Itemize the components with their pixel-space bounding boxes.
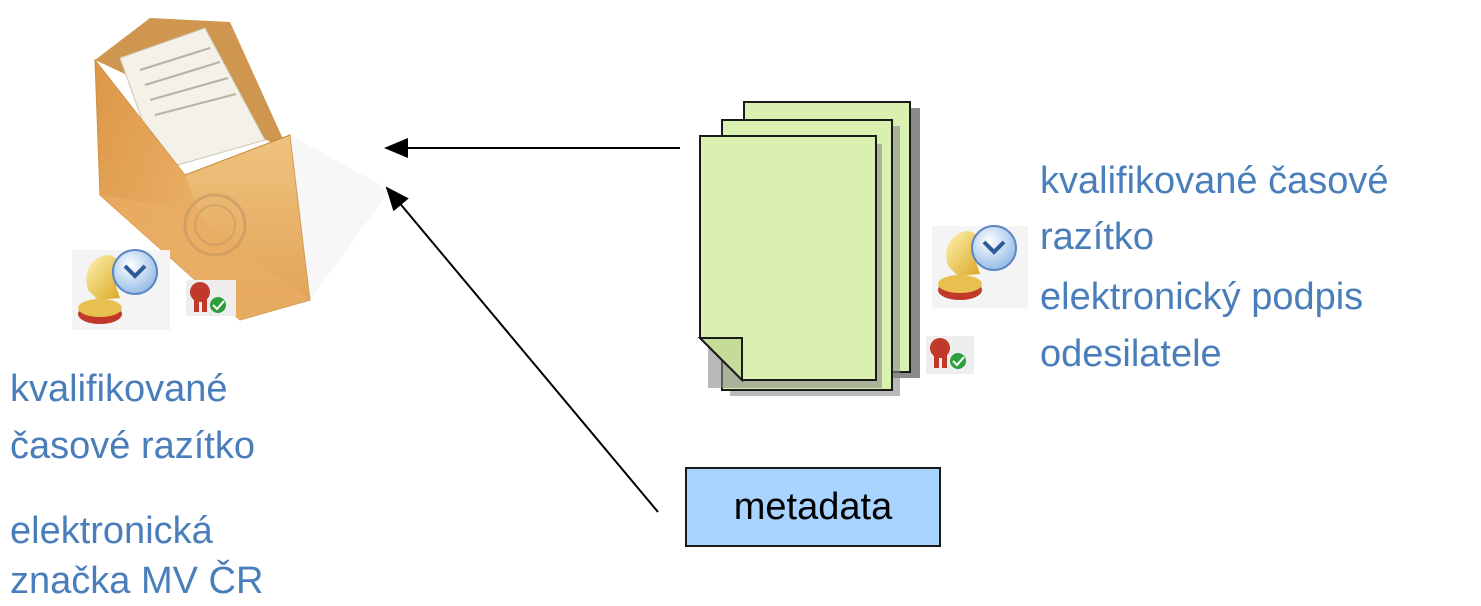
metadata-label: metadata — [733, 485, 893, 528]
right-label-line4: odesilatele — [1040, 333, 1222, 375]
left-label-line1: kvalifikované — [10, 368, 228, 410]
left-label-line4: značka MV ČR — [10, 560, 264, 602]
open-envelope-icon — [94, 18, 390, 321]
metadata-box: metadata — [685, 467, 941, 547]
right-label-line1: kvalifikované časové — [1040, 160, 1389, 202]
certificate-seal-icon-right — [926, 336, 974, 374]
timestamp-stamp-icon-right — [932, 225, 1028, 308]
right-label-line3: elektronický podpis — [1040, 276, 1364, 318]
left-label-line2: časové razítko — [10, 425, 255, 467]
arrow-metadata-to-envelope — [385, 186, 659, 513]
document-stack-icon — [697, 101, 920, 396]
right-label-line2: razítko — [1040, 216, 1155, 258]
certificate-seal-icon-left — [186, 280, 236, 316]
timestamp-stamp-icon-left — [72, 249, 170, 330]
left-label-line3: elektronická — [10, 510, 213, 552]
